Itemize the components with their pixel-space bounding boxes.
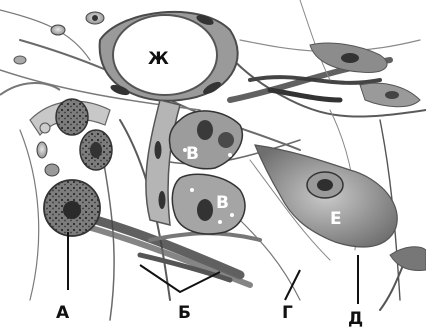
label-zh: Ж — [148, 49, 169, 69]
label-v2: В — [216, 193, 229, 213]
label-d: Д — [348, 309, 363, 329]
label-g: Г — [282, 303, 293, 323]
label-a: А — [56, 303, 70, 323]
label-v1: В — [186, 144, 199, 164]
label-e: Е — [330, 209, 342, 229]
label-b: Б — [178, 303, 191, 323]
